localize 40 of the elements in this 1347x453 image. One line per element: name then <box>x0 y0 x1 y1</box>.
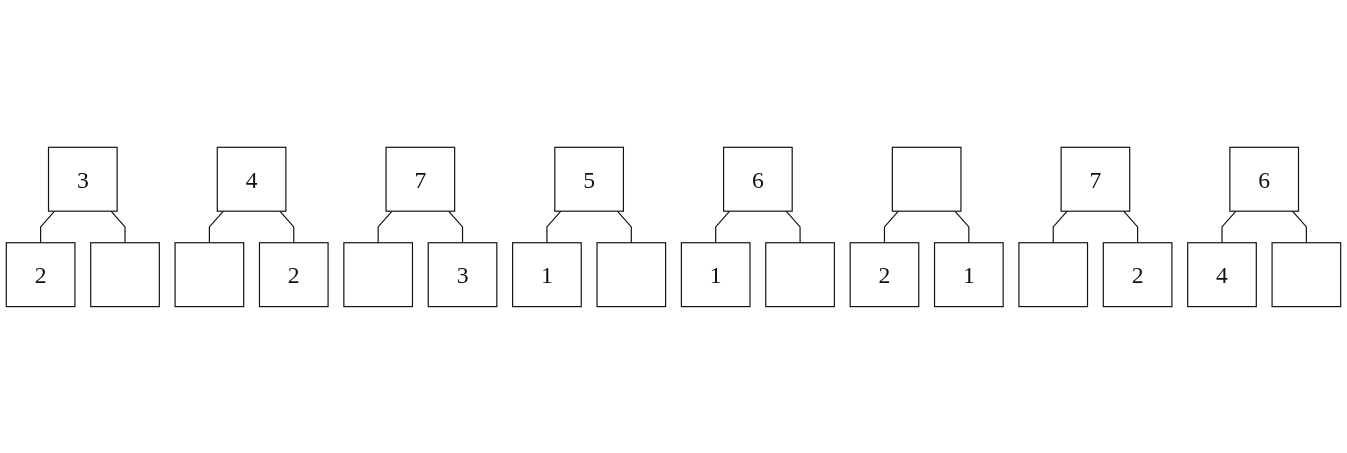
node-box <box>343 241 414 307</box>
connector <box>279 210 295 243</box>
node-box: 4 <box>216 146 287 212</box>
node-box: 1 <box>680 241 751 307</box>
connector <box>785 210 801 243</box>
node-box: 3 <box>47 146 118 212</box>
node-box <box>891 146 962 212</box>
node-box <box>90 241 160 307</box>
node-box <box>174 241 245 307</box>
connector <box>715 210 731 243</box>
node-box: 2 <box>5 241 76 307</box>
connector <box>616 210 632 243</box>
node-box: 1 <box>512 241 582 307</box>
connector <box>1123 210 1139 243</box>
node-box: 5 <box>554 146 624 212</box>
node-box <box>1018 241 1089 307</box>
node-box <box>1271 241 1342 307</box>
connector <box>1052 210 1068 243</box>
node-box: 7 <box>385 146 456 212</box>
node-box: 2 <box>849 241 920 307</box>
connector <box>1291 210 1307 243</box>
node-box: 2 <box>1102 241 1173 307</box>
node-box: 6 <box>1229 146 1300 212</box>
connector <box>110 210 126 243</box>
connector <box>1221 210 1237 243</box>
node-box <box>765 241 835 307</box>
connector <box>208 210 224 243</box>
connector <box>954 210 970 243</box>
connector <box>546 210 562 243</box>
node-box: 4 <box>1187 241 1257 307</box>
connector <box>40 210 56 243</box>
node-box: 6 <box>723 146 793 212</box>
node-box: 1 <box>933 241 1004 307</box>
node-box: 3 <box>427 241 498 307</box>
node-box: 7 <box>1060 146 1131 212</box>
connector <box>377 210 393 243</box>
connector <box>448 210 464 243</box>
node-box <box>596 241 667 307</box>
connector <box>883 210 899 243</box>
node-box: 2 <box>258 241 329 307</box>
